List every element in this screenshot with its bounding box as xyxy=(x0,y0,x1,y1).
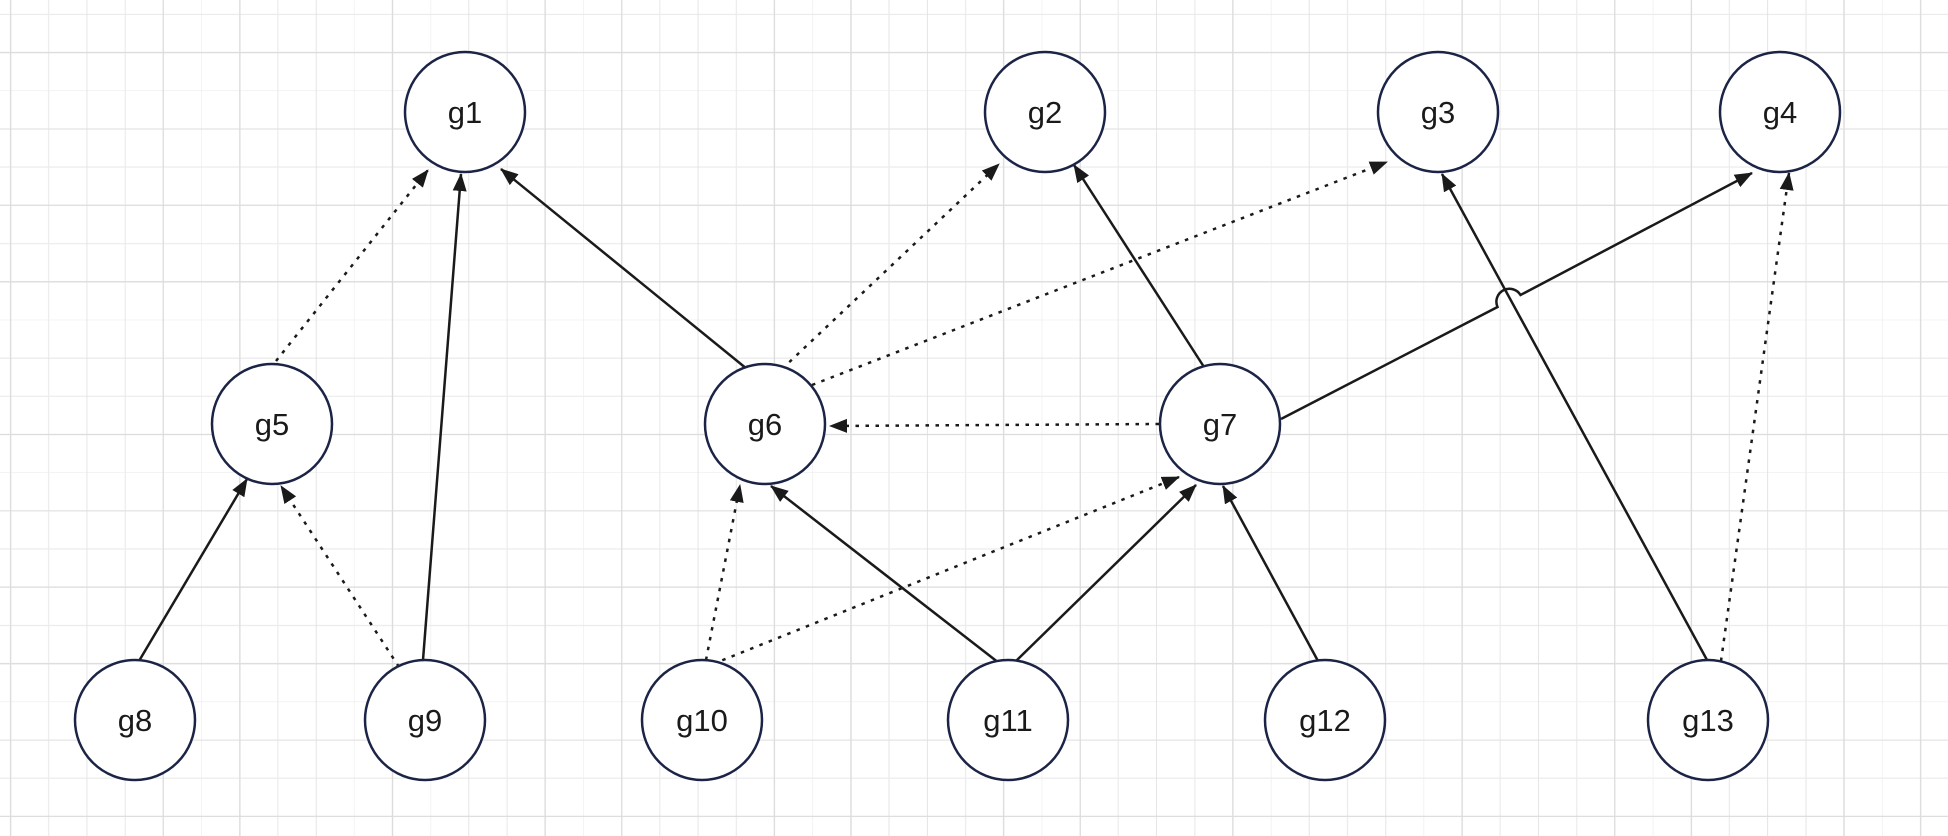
node-label-g2: g2 xyxy=(1028,95,1062,130)
node-g4[interactable]: g4 xyxy=(1718,50,1842,174)
node-label-g6: g6 xyxy=(748,407,782,442)
edge-g9-g5-dotted[interactable] xyxy=(279,485,401,668)
edge-g6-g1-solid[interactable] xyxy=(500,168,748,370)
node-label-g9: g9 xyxy=(408,703,442,738)
node-g2[interactable]: g2 xyxy=(983,50,1107,174)
edge-g9-g1-solid[interactable] xyxy=(421,173,467,661)
edge-g7-g6-dotted[interactable] xyxy=(829,418,1160,433)
edge-g13-g3-solid[interactable] xyxy=(1440,173,1709,661)
edge-g10-g7-dotted[interactable] xyxy=(712,475,1180,666)
node-label-g12: g12 xyxy=(1299,703,1351,738)
edge-g8-g5-solid[interactable] xyxy=(137,478,249,662)
node-circle-g2[interactable] xyxy=(983,50,1107,174)
node-circle-g10[interactable] xyxy=(640,658,764,782)
node-g7[interactable]: g7 xyxy=(1158,362,1282,486)
node-g9[interactable]: g9 xyxy=(363,658,487,782)
node-layer: g1 g2 g3 g4 g5 g6 g7 g8 g9 g10 g11 g12 g13 xyxy=(73,50,1842,782)
node-label-g4: g4 xyxy=(1763,95,1797,130)
node-g11[interactable]: g11 xyxy=(946,658,1070,782)
node-label-g13: g13 xyxy=(1682,703,1734,738)
node-label-g5: g5 xyxy=(255,407,289,442)
node-circle-g9[interactable] xyxy=(363,658,487,782)
node-label-g3: g3 xyxy=(1421,95,1455,130)
node-label-g10: g10 xyxy=(676,703,728,738)
node-g10[interactable]: g10 xyxy=(640,658,764,782)
node-g13[interactable]: g13 xyxy=(1646,658,1770,782)
node-g1[interactable]: g1 xyxy=(403,50,527,174)
node-label-g7: g7 xyxy=(1203,407,1237,442)
node-circle-g7[interactable] xyxy=(1158,362,1282,486)
node-label-g1: g1 xyxy=(448,95,482,130)
edge-g10-g6-dotted[interactable] xyxy=(704,484,744,661)
edge-g12-g7-solid[interactable] xyxy=(1221,485,1320,662)
node-g12[interactable]: g12 xyxy=(1263,658,1387,782)
node-circle-g4[interactable] xyxy=(1718,50,1842,174)
edge-g5-g1-dotted[interactable] xyxy=(275,169,429,362)
edge-g6-g3-dotted[interactable] xyxy=(811,160,1388,387)
node-label-g8: g8 xyxy=(118,703,152,738)
node-circle-g3[interactable] xyxy=(1376,50,1500,174)
node-circle-g8[interactable] xyxy=(73,658,197,782)
edge-g11-g7-solid[interactable] xyxy=(1015,484,1197,662)
edge-g11-g6-solid[interactable] xyxy=(770,485,1000,664)
node-label-g11: g11 xyxy=(983,703,1032,738)
edge-g7-g4-solid[interactable] xyxy=(1280,171,1753,421)
node-g3[interactable]: g3 xyxy=(1376,50,1500,174)
node-g6[interactable]: g6 xyxy=(703,362,827,486)
edge-layer xyxy=(137,160,1794,668)
node-circle-g1[interactable] xyxy=(403,50,527,174)
edge-g6-g2-dotted[interactable] xyxy=(781,163,1000,370)
node-g8[interactable]: g8 xyxy=(73,658,197,782)
edge-g7-g2-solid[interactable] xyxy=(1072,164,1206,368)
node-circle-g6[interactable] xyxy=(703,362,827,486)
edge-g13-g4-dotted[interactable] xyxy=(1719,172,1794,662)
node-circle-g13[interactable] xyxy=(1646,658,1770,782)
node-circle-g5[interactable] xyxy=(210,362,334,486)
node-circle-g11[interactable] xyxy=(946,658,1070,782)
node-g5[interactable]: g5 xyxy=(210,362,334,486)
node-circle-g12[interactable] xyxy=(1263,658,1387,782)
